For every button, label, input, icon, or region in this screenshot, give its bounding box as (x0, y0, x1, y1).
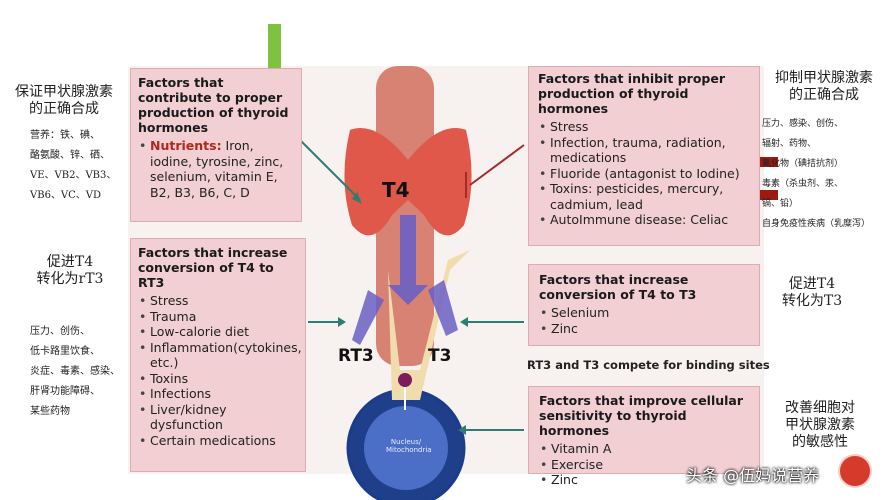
zh-to-t3-title: 促进T4 转化为T3 (772, 276, 852, 310)
label-nucleus: Nucleus/ Mitochondria (386, 438, 432, 454)
zh-line: 镉、铅） (762, 199, 799, 209)
label-t3: T3 (428, 346, 452, 366)
list-item: Toxins: pesticides, mercury, cadmium, le… (538, 181, 750, 212)
zh-sensitivity-title: 改善细胞对 甲状腺激素 的敏感性 (772, 400, 868, 451)
compete-note: RT3 and T3 compete for binding sites (527, 358, 770, 372)
zh-line: 促进T4 (46, 254, 94, 270)
box-inhibit-title: Factors that inhibit proper production o… (538, 71, 726, 116)
zh-line: 自身免疫性疾病（乳糜泻） (762, 219, 871, 229)
list-item: Certain medications (138, 433, 298, 449)
zh-inhibit-list: 压力、感染、创伤、 辐射、药物、 氟化物（碘拮抗剂） 毒素（杀虫剂、汞、 镉、铅… (762, 114, 870, 234)
list-item: Liver/kidney dysfunction (138, 402, 298, 433)
zh-to-rt3-title: 促进T4 转化为rT3 (30, 254, 110, 288)
binding-site-dot (398, 373, 412, 387)
increase-t3-list: Selenium Zinc (539, 305, 749, 336)
purple-arrow-down (388, 215, 428, 305)
watermark-logo-icon (838, 454, 872, 488)
sensitivity-list: Vitamin A Exercise Zinc (539, 441, 749, 488)
zh-line: 的正确合成 (789, 87, 859, 103)
list-item: Low-calorie diet (138, 324, 298, 340)
zh-line: 转化为T3 (781, 293, 843, 309)
label-t4: T4 (382, 178, 410, 202)
list-item: Infections (138, 386, 298, 402)
list-item: Vitamin A (539, 441, 749, 457)
zh-line: 甲状腺激素 (785, 417, 855, 433)
nutrients-item: Nutrients: Iron, iodine, tyrosine, zinc,… (138, 138, 294, 200)
box-increase-t3-title: Factors that increase conversion of T4 t… (539, 272, 697, 302)
zh-line: 促进T4 (788, 276, 836, 292)
nutrients-text: Iron, iodine, tyrosine, zinc, selenium, … (150, 138, 284, 200)
teal-head-rt3 (338, 317, 346, 327)
list-item: Stress (538, 119, 750, 135)
thyroid-gland (344, 128, 472, 236)
zh-line: 的正确合成 (29, 101, 99, 117)
box-contribute-title: Factors that contribute to proper produc… (138, 75, 289, 135)
list-item: Trauma (138, 309, 298, 325)
zh-line: 营养：铁、碘、 (30, 130, 100, 141)
zh-line: 保证甲状腺激素 (15, 84, 113, 100)
box-increase-t3: Factors that increase conversion of T4 t… (528, 264, 760, 346)
list-item: Inflammation(cytokines, etc.) (138, 340, 302, 371)
box-sensitivity-title: Factors that improve cellular sensitivit… (539, 393, 744, 438)
zh-line: 炎症、毒素、感染、 (30, 366, 120, 377)
increase-rt3-list: Stress Trauma Low-calorie diet Inflammat… (138, 293, 302, 449)
zh-line: 低卡路里饮食、 (30, 346, 100, 357)
box-contribute: Factors that contribute to proper produc… (130, 68, 302, 222)
box-sensitivity: Factors that improve cellular sensitivit… (528, 386, 760, 487)
zh-correct-synthesis-title: 保证甲状腺激素 的正确合成 (2, 84, 126, 118)
zh-inhibit-title: 抑制甲状腺激素 的正确合成 (762, 70, 886, 104)
zh-line: VE、VB2、VB3、 (30, 170, 117, 181)
box-inhibit: Factors that inhibit proper production o… (528, 66, 760, 246)
watermark-text: 头条 @伍妈说营养 (686, 466, 820, 485)
purple-arrow-rt3 (352, 290, 384, 345)
box-increase-rt3-title: Factors that increase conversion of T4 t… (138, 245, 288, 290)
zh-line: 酪氨酸、锌、硒、 (30, 150, 110, 161)
list-item: Infection, trauma, radiation, medication… (538, 135, 750, 166)
label-rt3: RT3 (338, 346, 374, 366)
list-item: Selenium (539, 305, 749, 321)
teal-head-contribute (352, 192, 362, 204)
nutrients-label: Nutrients: (150, 138, 222, 153)
teal-head-t3 (460, 317, 468, 327)
inhibit-list: Stress Infection, trauma, radiation, med… (538, 119, 750, 228)
list-item: Stress (138, 293, 298, 309)
inhibit-line (469, 144, 525, 186)
cartilage-shape (388, 250, 470, 400)
purple-arrow-t3 (428, 280, 458, 336)
box-increase-rt3: Factors that increase conversion of T4 t… (130, 238, 306, 472)
list-item: Zinc (539, 321, 749, 337)
zh-line: 肝肾功能障碍、 (30, 386, 100, 397)
zh-line: 压力、感染、创伤、 (762, 119, 844, 129)
zh-line: 某些药物 (30, 406, 70, 417)
list-item: Exercise (539, 457, 749, 473)
zh-line: 氟化物（碘拮抗剂） (762, 159, 844, 169)
teal-head-sensitivity (458, 425, 466, 435)
zh-line: VB6、VC、VD (30, 190, 102, 201)
zh-line: 的敏感性 (792, 434, 848, 450)
zh-nutrient-list: 营养：铁、碘、 酪氨酸、锌、硒、 VE、VB2、VB3、 VB6、VC、VD (30, 126, 116, 206)
cell-nucleus (364, 406, 448, 490)
list-item: Zinc (539, 472, 749, 488)
list-item: Toxins (138, 371, 298, 387)
zh-line: 毒素（杀虫剂、汞、 (762, 179, 844, 189)
teal-arrow-contribute (299, 139, 361, 201)
zh-line: 辐射、药物、 (762, 139, 817, 149)
zh-line: 抑制甲状腺激素 (775, 70, 873, 86)
zh-rt3-causes: 压力、创伤、 低卡路里饮食、 炎症、毒素、感染、 肝肾功能障碍、 某些药物 (30, 322, 120, 422)
list-item: AutoImmune disease: Celiac (538, 212, 750, 228)
list-item: Fluoride (antagonist to Iodine) (538, 166, 750, 182)
zh-line: 转化为rT3 (36, 271, 104, 287)
zh-line: 改善细胞对 (785, 400, 855, 416)
zh-line: 压力、创伤、 (30, 326, 90, 337)
